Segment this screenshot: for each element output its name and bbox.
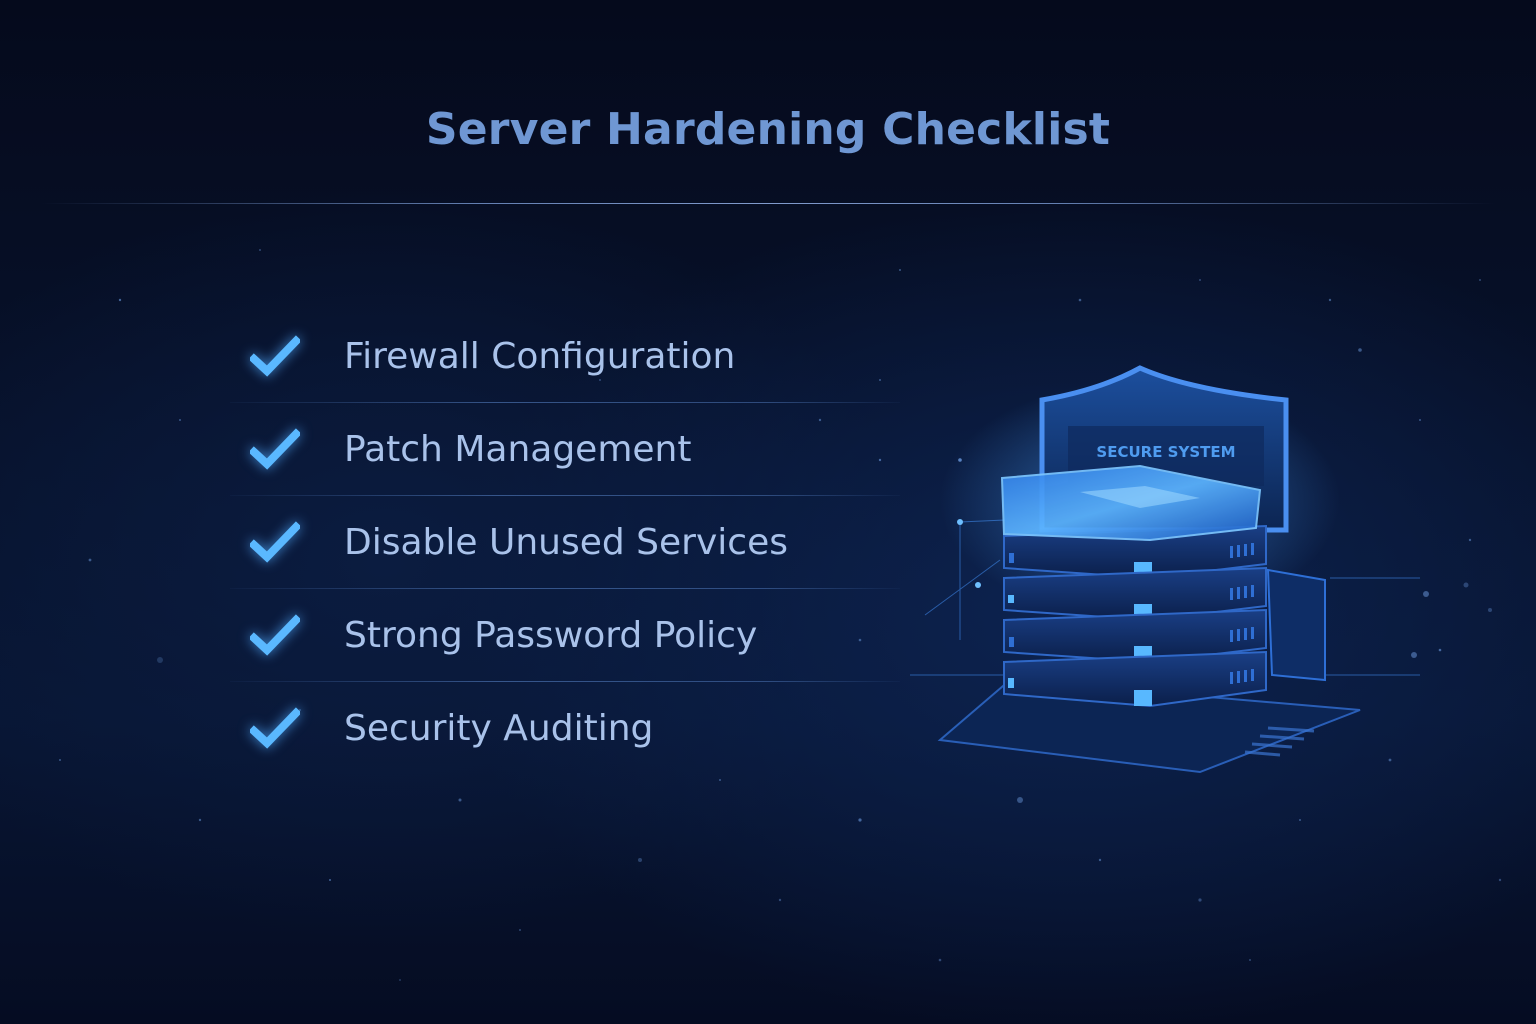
item-divider <box>230 495 900 496</box>
checklist-item-label: Security Auditing <box>344 708 654 749</box>
item-divider <box>230 681 900 682</box>
checklist-item: Disable Unused Services <box>220 496 900 589</box>
checklist-item: Patch Management <box>220 403 900 496</box>
server-unit <box>1003 650 1267 708</box>
checklist-item-label: Disable Unused Services <box>344 522 788 563</box>
server-stack-shield-icon: SECURE SYSTEM <box>910 365 1420 774</box>
check-icon <box>250 706 300 749</box>
title-divider <box>40 203 1496 204</box>
hardening-checklist: Firewall Configuration Patch Management … <box>220 310 900 775</box>
checklist-item-label: Strong Password Policy <box>344 615 758 656</box>
checklist-item: Firewall Configuration <box>220 310 900 403</box>
checklist-item-label: Patch Management <box>344 429 692 470</box>
shield-label: SECURE SYSTEM <box>1096 443 1235 461</box>
page-title: Server Hardening Checklist <box>425 104 1111 155</box>
check-icon <box>250 334 300 377</box>
checklist-item-label: Firewall Configuration <box>344 336 736 377</box>
item-divider <box>230 402 900 403</box>
checklist-item: Strong Password Policy <box>220 589 900 682</box>
checklist-item: Security Auditing <box>220 682 900 775</box>
check-icon <box>250 427 300 470</box>
check-icon <box>250 520 300 563</box>
item-divider <box>230 588 900 589</box>
check-icon <box>250 613 300 656</box>
